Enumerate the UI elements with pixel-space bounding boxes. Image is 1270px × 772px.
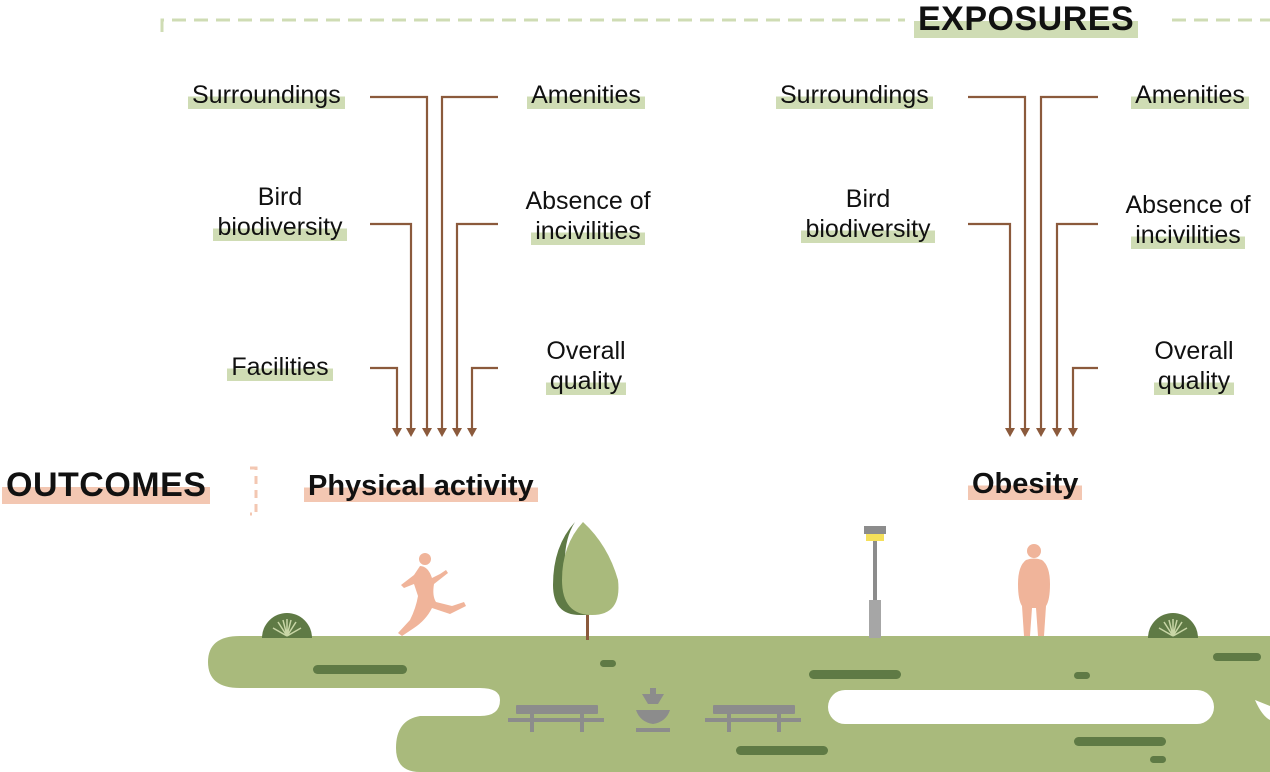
label-absence-incivilities-right: Absence of incivilities xyxy=(1125,191,1251,249)
label-amenities-right: Amenities xyxy=(1118,80,1262,110)
arrow-quality-left xyxy=(470,366,498,430)
exposures-heading: EXPOSURES xyxy=(914,0,1139,39)
arrow-bird-right xyxy=(968,222,1012,430)
label-absence-incivilities-left: Absence of incivilities xyxy=(525,187,651,245)
label-overall-quality-right: Overall quality xyxy=(1153,337,1235,395)
label-bird-biodiversity-right: Bird biodiversity xyxy=(788,184,948,244)
left-arrows xyxy=(370,95,498,430)
fountain-icon xyxy=(636,688,670,732)
arrow-surroundings-right xyxy=(968,95,1027,430)
outcome-obesity: Obesity xyxy=(968,468,1083,501)
arrow-surroundings-left xyxy=(370,95,429,430)
streetlamp-icon xyxy=(864,526,886,638)
tree-icon xyxy=(553,522,619,640)
arrow-incivilities-right xyxy=(1055,222,1098,430)
arrow-bird-left xyxy=(370,222,413,430)
outcomes-bracket xyxy=(250,466,258,516)
label-amenities-left: Amenities xyxy=(514,80,658,110)
arrow-amenities-left xyxy=(440,95,498,430)
label-facilities-left: Facilities xyxy=(220,352,340,382)
label-surroundings-left: Surroundings xyxy=(188,80,368,110)
right-arrows xyxy=(968,95,1098,430)
left-arrowheads xyxy=(392,428,477,437)
bush-icon xyxy=(1148,613,1198,638)
bench-icon xyxy=(705,705,801,732)
label-bird-biodiversity-left: Bird biodiversity xyxy=(200,182,360,242)
exposures-bracket xyxy=(160,18,1270,32)
bench-icon xyxy=(508,705,604,732)
arrow-facilities-left xyxy=(370,366,399,430)
label-overall-quality-left: Overall quality xyxy=(545,337,627,395)
outcomes-heading: OUTCOMES xyxy=(2,466,211,505)
arrow-incivilities-left xyxy=(455,222,498,430)
park-paths xyxy=(313,653,1261,763)
arrow-quality-right xyxy=(1071,366,1098,430)
standing-person-icon xyxy=(1018,544,1050,636)
outcome-physical-activity: Physical activity xyxy=(304,470,538,503)
right-arrowheads xyxy=(1005,428,1078,437)
label-surroundings-right: Surroundings xyxy=(776,80,958,110)
park-ground xyxy=(208,636,1270,772)
bush-icon xyxy=(262,613,312,638)
arrow-amenities-right xyxy=(1039,95,1098,430)
runner-icon xyxy=(398,553,466,636)
